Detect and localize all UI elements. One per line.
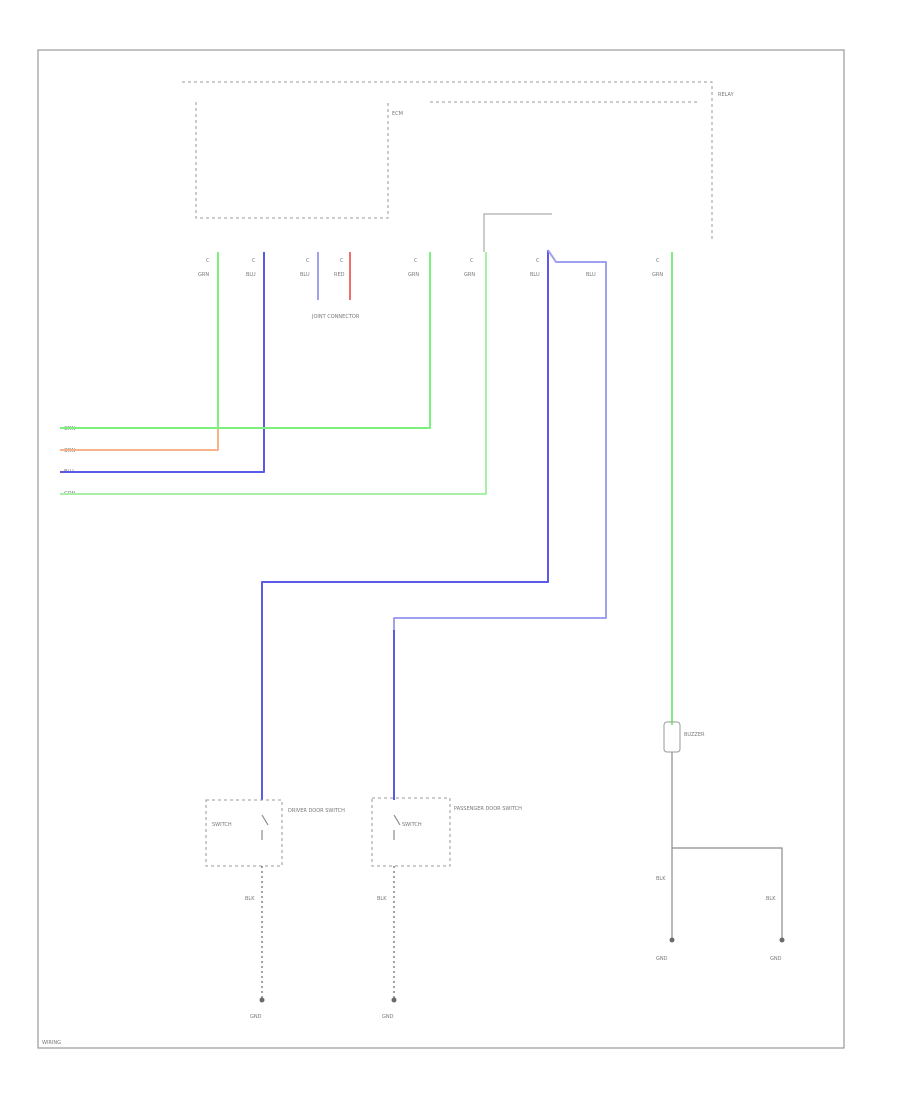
connector-a: C: [206, 258, 210, 264]
connector-b: C: [252, 258, 256, 264]
passenger-switch-desc: PASSENGER DOOR SWITCH: [454, 806, 522, 812]
joint-connector-label: JOINT CONNECTOR: [311, 314, 360, 320]
connector-e: C: [414, 258, 418, 264]
connector-g: C: [536, 258, 540, 264]
passenger-blk-label: BLK: [377, 896, 387, 902]
driver-switch-contact: [261, 814, 269, 840]
buzzer-gnd-label-b: GND: [770, 956, 782, 962]
wire-label-red: RED: [334, 272, 345, 278]
diagram-frame: [37, 49, 845, 1049]
wire-blue-passenger: [393, 249, 607, 800]
buzzer-desc: BUZZER: [684, 732, 705, 738]
driver-switch-name: SWITCH: [212, 822, 232, 828]
ecm-box: [195, 102, 389, 219]
passenger-switch-contact: [393, 814, 401, 840]
buzzer-gnd-label-a: GND: [656, 956, 668, 962]
passenger-switch-box: [371, 797, 451, 867]
buzzer-blk-label-b: BLK: [766, 896, 776, 902]
buzzer-ground-point-a: [669, 937, 675, 943]
wire-label-grn1: GRN: [198, 272, 209, 278]
driver-switch-box: [205, 799, 283, 867]
passenger-switch-name: SWITCH: [402, 822, 422, 828]
relay-label: RELAY: [718, 92, 735, 98]
passenger-ground-point: [391, 997, 397, 1003]
connector-f: C: [470, 258, 474, 264]
buzzer-branch-wire: [672, 847, 783, 940]
connector-h: C: [656, 258, 660, 264]
ecm-header: ECM: [392, 111, 403, 117]
wire-green-top: [60, 252, 431, 429]
passenger-gnd-label: GND: [382, 1014, 394, 1020]
wire-orange: [60, 428, 219, 451]
driver-gnd-label: GND: [250, 1014, 262, 1020]
wire-blue-driver: [261, 250, 549, 800]
wire-label-grn3: GRN: [464, 272, 475, 278]
connector-c: C: [306, 258, 310, 264]
buzzer-ground-point-b: [779, 937, 785, 943]
wire-label-blu1: BLU: [246, 272, 256, 278]
wire-label-blu3: BLU: [530, 272, 540, 278]
connector-d: C: [340, 258, 344, 264]
driver-switch-desc: DRIVER DOOR SWITCH: [288, 808, 345, 814]
splice-bracket: [483, 213, 552, 252]
buzzer-body: [663, 721, 681, 753]
buzzer-blk-label-a: BLK: [656, 876, 666, 882]
top-dashed-boundary: [182, 81, 713, 242]
wire-label-grn2: GRN: [408, 272, 419, 278]
wire-blue-left: [60, 252, 265, 473]
driver-ground-point: [259, 997, 265, 1003]
wire-label-grn4: GRN: [652, 272, 663, 278]
corner-tag: WIRING: [42, 1040, 61, 1046]
wire-label-blu4: BLU: [586, 272, 596, 278]
wire-label-blu2: BLU: [300, 272, 310, 278]
driver-blk-label: BLK: [245, 896, 255, 902]
wire-green-bottom: [60, 252, 487, 495]
